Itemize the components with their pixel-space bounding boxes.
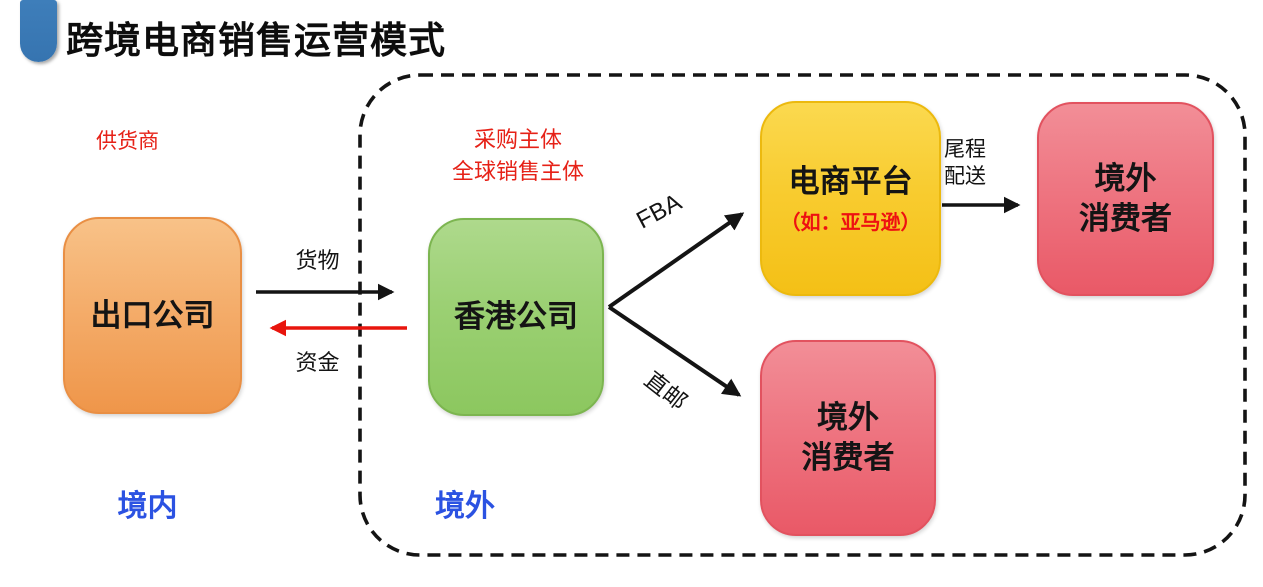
consumer-top-label-line2: 消费者 [1079,201,1172,236]
goods-flow-label: 货物 [295,248,340,273]
platform-label: 电商平台 [788,164,913,199]
node-hk-company: 香港公司 [428,218,604,416]
title-accent-bar [20,0,57,62]
region-label-domestic: 境内 [117,490,178,523]
hk-annotation-line2: 全球销售主体 [451,159,584,184]
overseas-boundary [358,73,1247,557]
direct-mail-arrow [607,305,742,397]
supplier-annotation: 供货商 [96,130,159,153]
region-label-overseas: 境外 [435,490,495,523]
node-export-company: 出口公司 [63,217,242,414]
last-mile-line1: 尾程 [944,138,986,161]
hk-company-label: 香港公司 [454,299,578,334]
page-title: 跨境电商销售运营模式 [66,20,446,61]
node-overseas-consumer-top: 境外 消费者 [1037,102,1214,296]
node-ecommerce-platform: 电商平台 （如：亚马逊） [760,101,941,296]
hk-company-annotation: 采购主体 全球销售主体 [400,124,636,188]
export-company-label: 出口公司 [90,297,215,333]
funds-flow-label: 资金 [295,350,340,375]
consumer-bottom-label-line2: 消费者 [801,440,895,475]
last-mile-line2: 配送 [944,165,986,188]
fba-arrow [607,212,745,309]
node-overseas-consumer-bottom: 境外 消费者 [760,340,936,536]
consumer-bottom-label-line1: 境外 [817,400,879,435]
consumer-top-label-line1: 境外 [1094,161,1157,196]
hk-annotation-line1: 采购主体 [473,127,562,152]
platform-example-label: （如：亚马逊） [780,212,921,234]
last-mile-flow-label: 尾程 配送 [944,136,986,190]
